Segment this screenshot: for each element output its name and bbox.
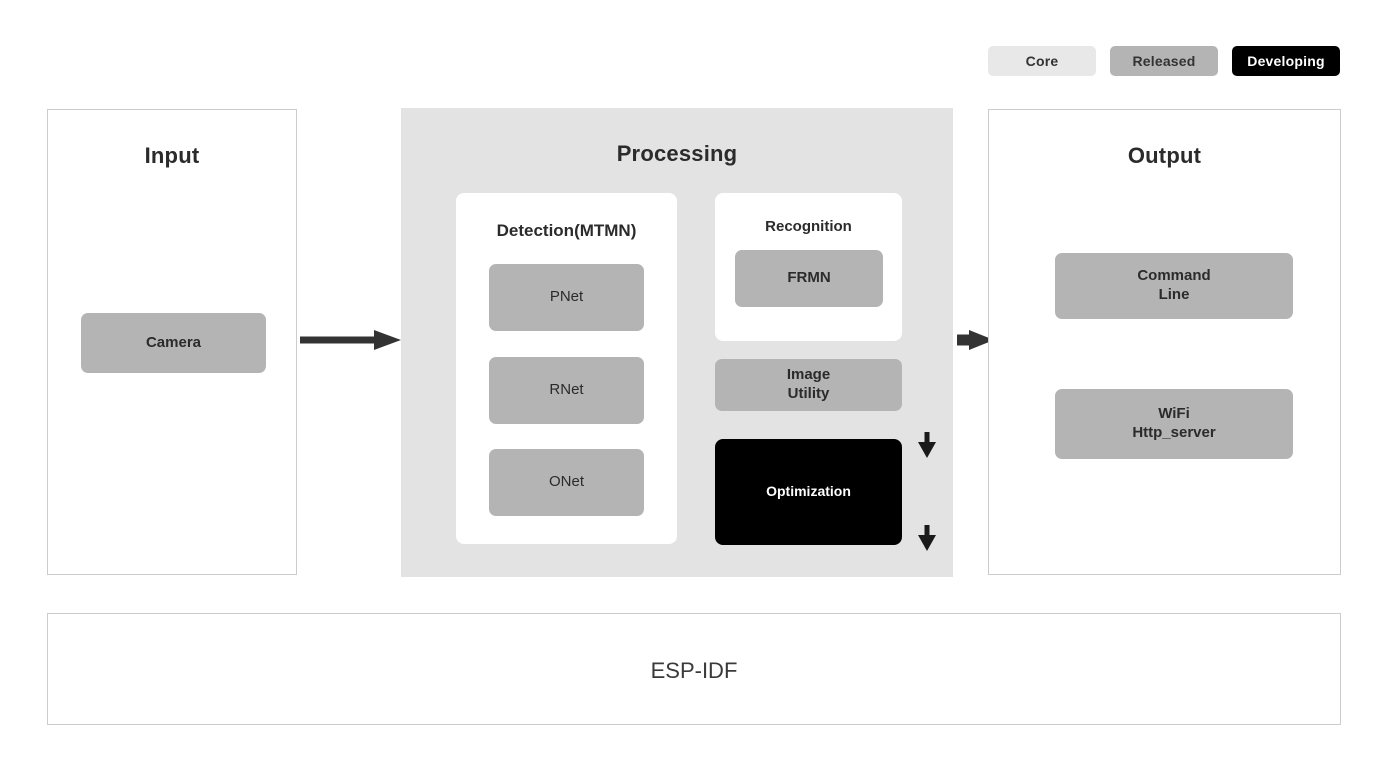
arrow-down-icon-pnet-to-rnet — [918, 432, 936, 458]
card-recognition-title: Recognition — [765, 218, 852, 235]
card-detection: Detection(MTMN) PNet RNet ONet — [456, 193, 677, 544]
arrow-down-icon-rnet-to-onet — [918, 525, 936, 551]
legend-badge-developing[interactable]: Developing — [1232, 46, 1340, 76]
node-command-line-line1: Command — [1137, 267, 1211, 285]
legend-badge-released[interactable]: Released — [1110, 46, 1218, 76]
node-wifi-http-server-line1: WiFi — [1158, 405, 1190, 423]
esp-idf-label: ESP-IDF — [650, 658, 738, 683]
node-image-utility-line1: Image — [786, 366, 831, 384]
panel-input: Input Camera — [47, 109, 297, 575]
node-image-utility-line2: Utility — [787, 385, 830, 402]
panel-processing: Processing Detection(MTMN) PNet RNet ONe… — [401, 108, 953, 577]
node-optimization[interactable]: Optimization — [715, 439, 902, 545]
node-rnet[interactable]: RNet — [489, 357, 644, 424]
node-pnet[interactable]: PNet — [489, 264, 644, 331]
node-wifi-http-server-line2: Http_server — [1132, 424, 1216, 441]
node-camera[interactable]: Camera — [81, 313, 266, 373]
panel-esp-idf: ESP-IDF — [47, 613, 1341, 725]
node-onet[interactable]: ONet — [489, 449, 644, 516]
node-command-line[interactable]: Command Line — [1055, 253, 1293, 319]
legend-badge-core[interactable]: Core — [988, 46, 1096, 76]
card-recognition: Recognition FRMN — [715, 193, 902, 341]
node-image-utility[interactable]: Image Utility — [715, 359, 902, 411]
panel-output-title: Output — [1127, 143, 1202, 168]
panel-processing-title: Processing — [616, 141, 738, 166]
node-frmn[interactable]: FRMN — [735, 250, 883, 307]
node-command-line-line2: Line — [1158, 286, 1190, 303]
arrow-right-icon-input-to-processing — [300, 330, 401, 350]
panel-input-title: Input — [144, 143, 200, 168]
node-wifi-http-server[interactable]: WiFi Http_server — [1055, 389, 1293, 459]
arrow-right-icon-processing-to-output — [957, 330, 994, 350]
legend: Core Released Developing — [988, 46, 1340, 76]
card-detection-title: Detection(MTMN) — [496, 221, 637, 240]
panel-output: Output Command Line WiFi Http_server — [988, 109, 1341, 575]
